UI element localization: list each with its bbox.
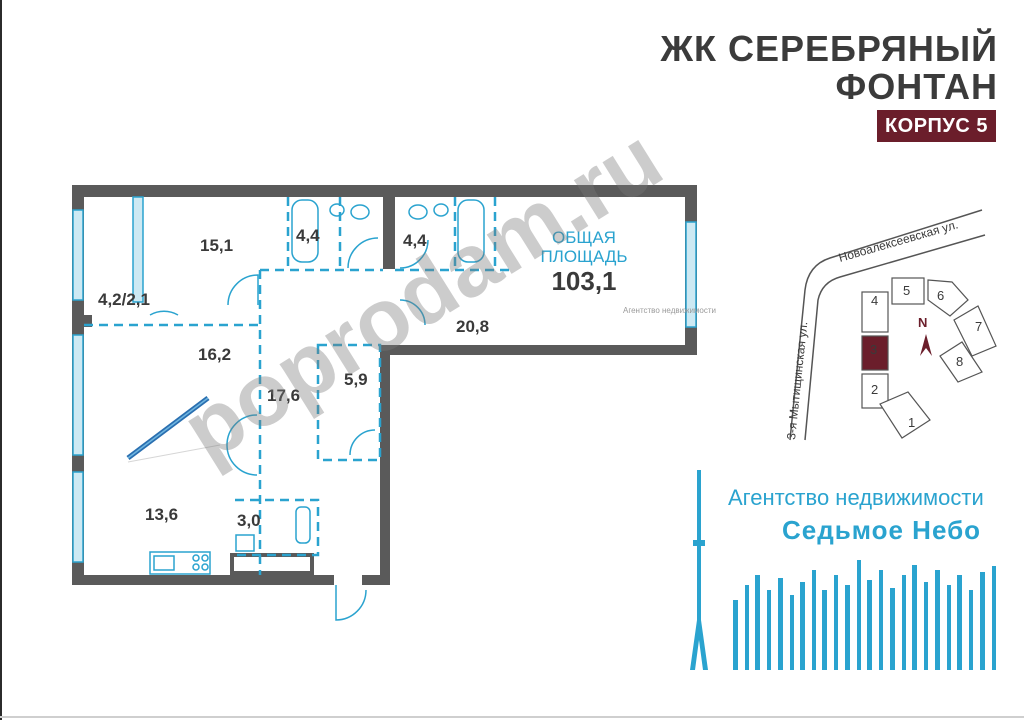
room-area-bath-2: 4,4: [403, 231, 427, 250]
skyline-icon: [733, 560, 996, 670]
pencil-icon: [126, 396, 221, 463]
partitions: [84, 197, 510, 575]
agency-line-1: Агентство недвижимости: [728, 485, 984, 510]
agency-line-2: Седьмое Небо: [782, 515, 982, 545]
building-outlines: [861, 277, 997, 439]
left-border: [0, 0, 2, 720]
tv-tower-icon: [690, 470, 708, 670]
room-area-kitchen: 13,6: [145, 505, 178, 524]
building-8-label: 8: [956, 354, 963, 369]
total-area-caption-line-1: ОБЩАЯ: [552, 228, 616, 247]
room-area-top-left: 15,1: [200, 236, 233, 255]
building-4-label: 4: [871, 293, 878, 308]
title-line-2: ФОНТАН: [835, 66, 998, 107]
windows: [72, 196, 697, 563]
room-area-wc: 3,0: [237, 511, 261, 530]
title-line-1: ЖК СЕРЕБРЯНЫЙ: [660, 28, 998, 69]
building-6-label: 6: [937, 288, 944, 303]
building-5-label: 5: [903, 283, 910, 298]
room-area-mid-left: 16,2: [198, 345, 231, 364]
building-7-label: 7: [975, 319, 982, 334]
room-area-balcony: 4,2/2,1: [98, 290, 150, 309]
building-3-label: 3: [870, 342, 877, 357]
total-area-value: 103,1: [551, 266, 617, 296]
room-area-closet: 5,9: [344, 370, 368, 389]
compass-label: N: [918, 315, 927, 330]
street-lines: [789, 209, 986, 441]
doors: [149, 237, 429, 621]
compass-icon: [920, 334, 932, 356]
room-area-living: 20,8: [456, 317, 489, 336]
building-1-label: 1: [908, 415, 915, 430]
total-area-caption: ОБЩАЯ ПЛОЩАДЬ: [536, 228, 632, 266]
building-badge: КОРПУС 5: [876, 110, 996, 142]
bottom-border: [0, 716, 1024, 718]
small-watermark: Агентство недвижимости: [623, 306, 716, 315]
room-area-hall: 17,6: [267, 386, 300, 405]
building-2-label: 2: [871, 382, 878, 397]
bath-fixtures: [149, 199, 485, 575]
room-area-bath-1: 4,4: [296, 226, 320, 245]
total-area-caption-line-2: ПЛОЩАДЬ: [540, 247, 628, 266]
complex-title: ЖК СЕРЕБРЯНЫЙ ФОНТАН: [660, 30, 998, 106]
